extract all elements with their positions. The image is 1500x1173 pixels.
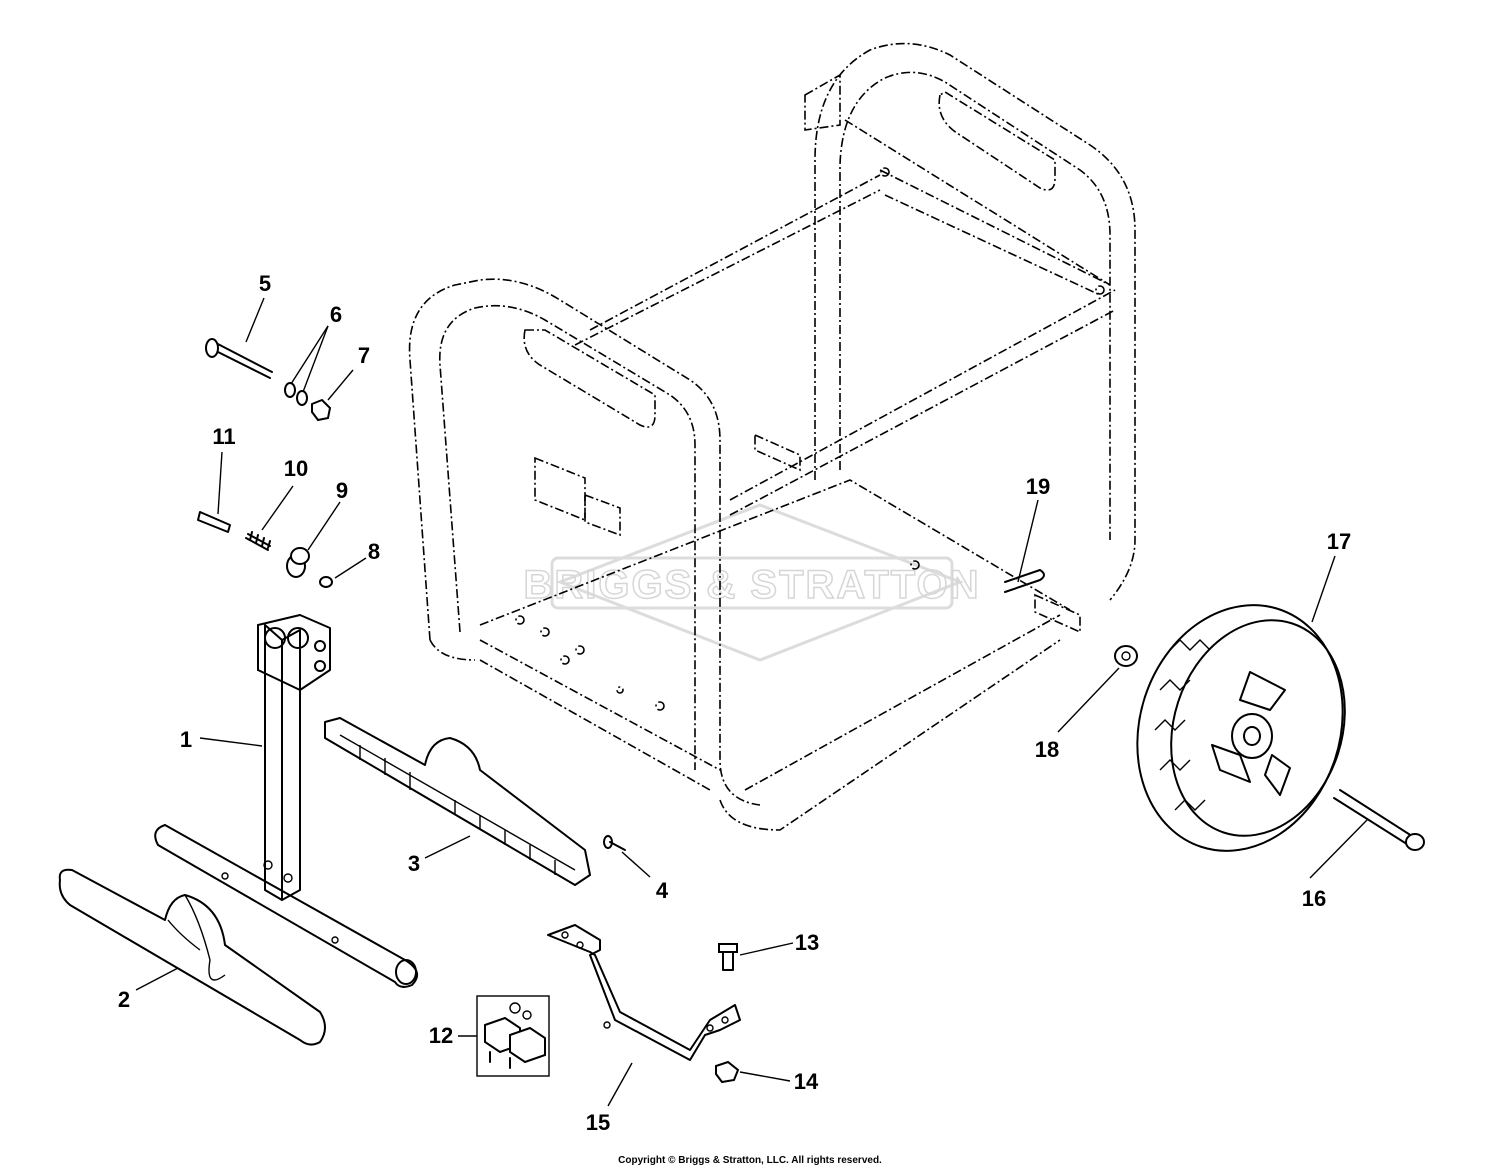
callout-8: 8 — [368, 539, 380, 564]
copyright-notice: Copyright © Briggs & Stratton, LLC. All … — [618, 1155, 882, 1166]
callout-12: 12 — [429, 1023, 453, 1048]
part-13-bolt — [718, 943, 738, 971]
part-2-foot-pad — [58, 868, 326, 1046]
part-18-washer — [1114, 645, 1138, 667]
part-12-mount-kit — [476, 995, 550, 1077]
part-7-nut — [311, 398, 332, 422]
part-14-nut — [715, 1060, 740, 1084]
part-5-long-bolt — [205, 338, 273, 379]
watermark-text: BRIGGS & STRATTON — [524, 563, 981, 607]
callout-labels: 1 2 3 4 5 6 7 8 9 10 11 12 13 14 15 16 1… — [118, 271, 1351, 1135]
callout-2: 2 — [118, 987, 130, 1012]
part-9-knob — [286, 547, 310, 578]
part-8-screw — [319, 576, 333, 588]
callout-17: 17 — [1327, 529, 1351, 554]
callout-19: 19 — [1026, 474, 1050, 499]
callout-5: 5 — [259, 271, 271, 296]
callout-18: 18 — [1035, 737, 1059, 762]
callout-9: 9 — [336, 478, 348, 503]
part-19-hairpin-clip — [1004, 569, 1045, 593]
generator-frame — [408, 42, 1136, 831]
part-4-bolt — [603, 835, 626, 851]
callout-15: 15 — [586, 1110, 610, 1135]
part-3-rail — [324, 717, 591, 886]
callout-6: 6 — [330, 302, 342, 327]
leader-lines — [135, 297, 1368, 1107]
callout-7: 7 — [358, 343, 370, 368]
part-16-axle — [1333, 789, 1425, 851]
callout-10: 10 — [284, 456, 308, 481]
part-11-pin — [197, 511, 231, 533]
watermark-logo: BRIGGS & STRATTON — [523, 503, 981, 662]
part-6-washers — [284, 382, 308, 406]
callout-3: 3 — [408, 851, 420, 876]
callout-4: 4 — [656, 878, 669, 903]
callout-14: 14 — [794, 1069, 819, 1094]
part-15-bracket — [547, 924, 741, 1061]
callout-16: 16 — [1302, 886, 1326, 911]
part-10-spring — [245, 531, 271, 551]
callout-11: 11 — [212, 424, 235, 449]
callout-13: 13 — [795, 930, 819, 955]
part-17-wheel — [1136, 604, 1346, 852]
part-1-stand-leg — [154, 614, 419, 988]
callout-1: 1 — [180, 727, 192, 752]
